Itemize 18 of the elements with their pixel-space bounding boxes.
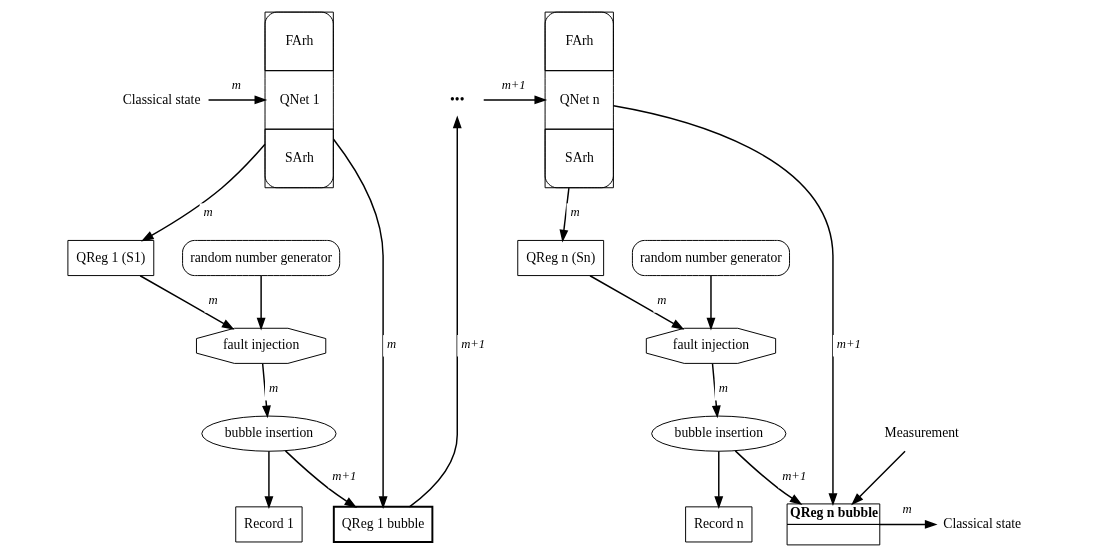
edge-label: m	[231, 77, 241, 92]
edge-label: m	[203, 205, 213, 220]
edge-label: m	[901, 502, 912, 517]
node-text: Measurement	[884, 425, 959, 441]
node-text: •••	[449, 91, 464, 107]
edge-label: m+1	[781, 468, 806, 483]
edge-label: m	[268, 381, 278, 396]
edge-label: m	[569, 205, 580, 220]
edge-label: m	[656, 293, 666, 308]
edge-label: m	[386, 337, 396, 352]
edge-label: m+1	[501, 77, 526, 92]
edge-label: m	[207, 293, 218, 308]
edge-label: m+1	[460, 337, 485, 352]
node-text: Classical state	[122, 91, 200, 107]
node-text: Classical state	[942, 516, 1021, 532]
edge-label: m+1	[836, 337, 861, 352]
edge-label: m+1	[331, 468, 356, 483]
edge-label: m	[718, 381, 728, 396]
